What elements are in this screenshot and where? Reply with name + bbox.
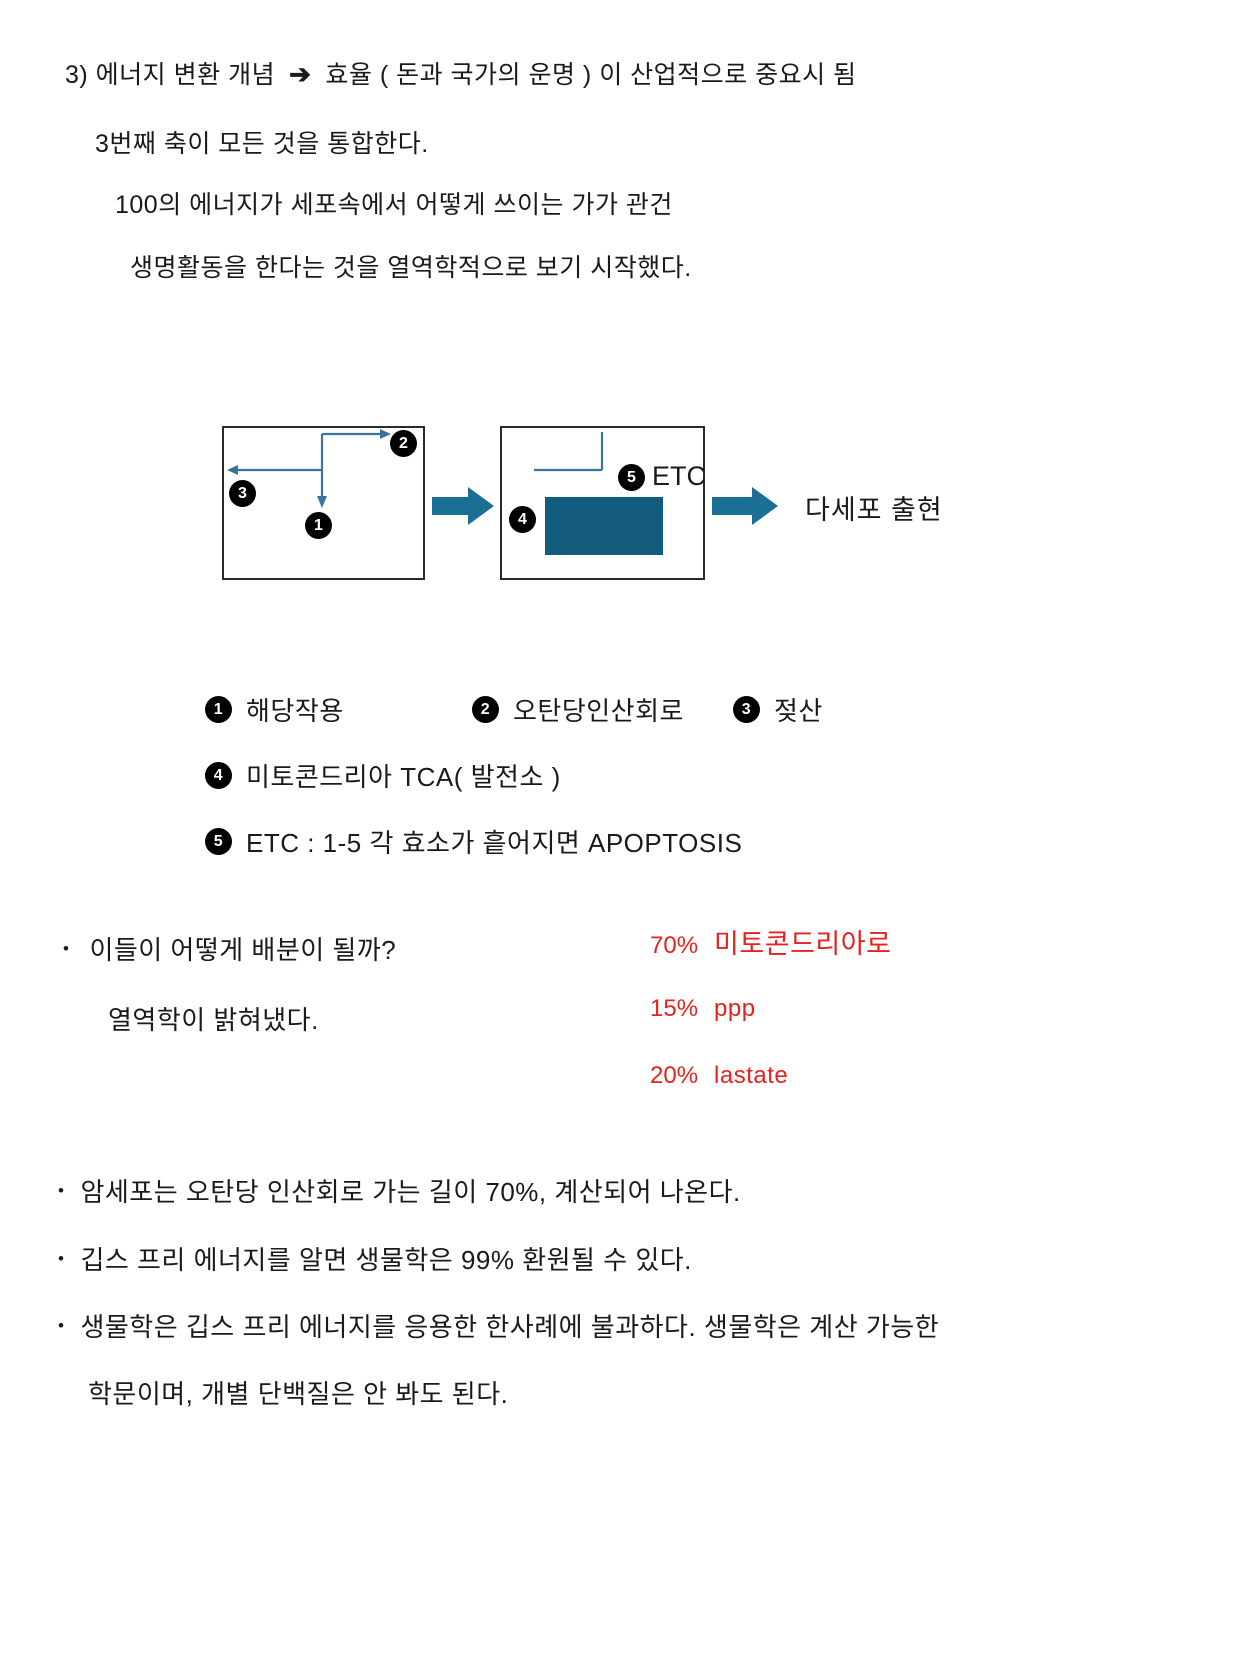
note-line-3: • 생물학은 깁스 프리 에너지를 응용한 한사례에 불과하다. 생물학은 계산… bbox=[58, 1307, 939, 1344]
diagram-marker-4: 4 bbox=[509, 506, 536, 533]
legend-marker-5: 5 bbox=[205, 828, 232, 855]
distribution-answer: 열역학이 밝혀냈다. bbox=[108, 1005, 319, 1035]
mitochondria-flow-lines bbox=[534, 432, 604, 472]
diagram-marker-5: 5 bbox=[618, 464, 645, 491]
note-text-2: 깁스 프리 에너지를 알면 생물학은 99% 환원될 수 있다. bbox=[80, 1245, 692, 1275]
legend-label-1: 해당작용 bbox=[246, 696, 344, 726]
diagram-marker-3: 3 bbox=[229, 480, 256, 507]
legend-label-3: 젖산 bbox=[774, 696, 823, 726]
legend-item-5: 5 ETC : 1-5 각 효소가 흩어지면 APOPTOSIS bbox=[205, 823, 742, 860]
legend-marker-3: 3 bbox=[733, 696, 760, 723]
distribution-question: 이들이 어떻게 배분이 될까? bbox=[89, 935, 397, 965]
legend-item-2: 2 오탄당인산회로 bbox=[472, 691, 684, 728]
legend-marker-1: 1 bbox=[205, 696, 232, 723]
legend-item-3: 3 젖산 bbox=[733, 691, 823, 728]
heading-line-2: 3번째 축이 모든 것을 통합한다. bbox=[95, 130, 429, 158]
mitochondria-rect bbox=[545, 497, 663, 555]
stat-ppp: 15% ppp bbox=[650, 995, 756, 1023]
note-text-1: 암세포는 오탄당 인산회로 가는 길이 70%, 계산되어 나온다. bbox=[80, 1177, 741, 1207]
diagram-marker-1: 1 bbox=[305, 512, 332, 539]
stat-pct-1: 70% bbox=[650, 932, 699, 959]
flow-arrow-1-icon bbox=[432, 487, 494, 525]
bullet-icon: • bbox=[58, 1249, 65, 1268]
stat-pct-3: 20% bbox=[650, 1062, 699, 1089]
stat-label-3: lastate bbox=[714, 1062, 789, 1089]
stat-pct-2: 15% bbox=[650, 995, 699, 1022]
note-line-4: 학문이며, 개별 단백질은 안 봐도 된다. bbox=[88, 1374, 508, 1411]
heading-line-4: 생명활동을 한다는 것을 열역학적으로 보기 시작했다. bbox=[130, 254, 692, 282]
heading-line-3: 100의 에너지가 세포속에서 어떻게 쓰이는 가가 관건 bbox=[115, 191, 673, 219]
flow-arrow-2-icon bbox=[712, 487, 778, 525]
stat-label-1: 미토콘드리아로 bbox=[714, 929, 892, 959]
bullet-icon: • bbox=[58, 1316, 65, 1335]
legend-label-5: ETC : 1-5 각 효소가 흩어지면 APOPTOSIS bbox=[246, 828, 743, 858]
legend-marker-4: 4 bbox=[205, 762, 232, 789]
pathway-flow-lines bbox=[227, 429, 391, 508]
legend-item-4: 4 미토콘드리아 TCA( 발전소 ) bbox=[205, 757, 561, 794]
legend-marker-2: 2 bbox=[472, 696, 499, 723]
etc-label: ETC bbox=[652, 461, 706, 491]
note-text-3: 생물학은 깁스 프리 에너지를 응용한 한사례에 불과하다. 생물학은 계산 가… bbox=[80, 1312, 940, 1342]
diagram-box-mitochondria bbox=[500, 426, 705, 580]
legend-label-2: 오탄당인산회로 bbox=[513, 696, 684, 726]
bullet-icon: • bbox=[58, 1181, 65, 1200]
legend-item-1: 1 해당작용 bbox=[205, 691, 344, 728]
stat-label-2: ppp bbox=[714, 995, 756, 1022]
diagram-box-cell-pathways bbox=[222, 426, 425, 580]
note-text-4: 학문이며, 개별 단백질은 안 봐도 된다. bbox=[88, 1379, 509, 1409]
right-arrow-icon: ➔ bbox=[289, 59, 312, 89]
distribution-question-row: • 이들이 어떻게 배분이 될까? bbox=[63, 930, 396, 967]
stat-lactate: 20% lastate bbox=[650, 1062, 788, 1090]
diagram-marker-2: 2 bbox=[390, 430, 417, 457]
legend-label-4: 미토콘드리아 TCA( 발전소 ) bbox=[246, 762, 561, 792]
note-line-2: • 깁스 프리 에너지를 알면 생물학은 99% 환원될 수 있다. bbox=[58, 1240, 692, 1277]
bullet-icon: • bbox=[63, 939, 70, 958]
stat-mitochondria: 70% 미토콘드리아로 bbox=[650, 922, 891, 961]
note-line-1: • 암세포는 오탄당 인산회로 가는 길이 70%, 계산되어 나온다. bbox=[58, 1172, 741, 1209]
heading-line1-suffix: 효율 ( 돈과 국가의 운명 ) 이 산업적으로 중요시 됨 bbox=[325, 61, 857, 89]
heading-line1-prefix: 3) 에너지 변환 개념 bbox=[65, 61, 276, 89]
heading-line-1: 3) 에너지 변환 개념 ➔ 효율 ( 돈과 국가의 운명 ) 이 산업적으로 중요… bbox=[65, 55, 857, 91]
multicell-label: 다세포 출현 bbox=[805, 495, 943, 525]
